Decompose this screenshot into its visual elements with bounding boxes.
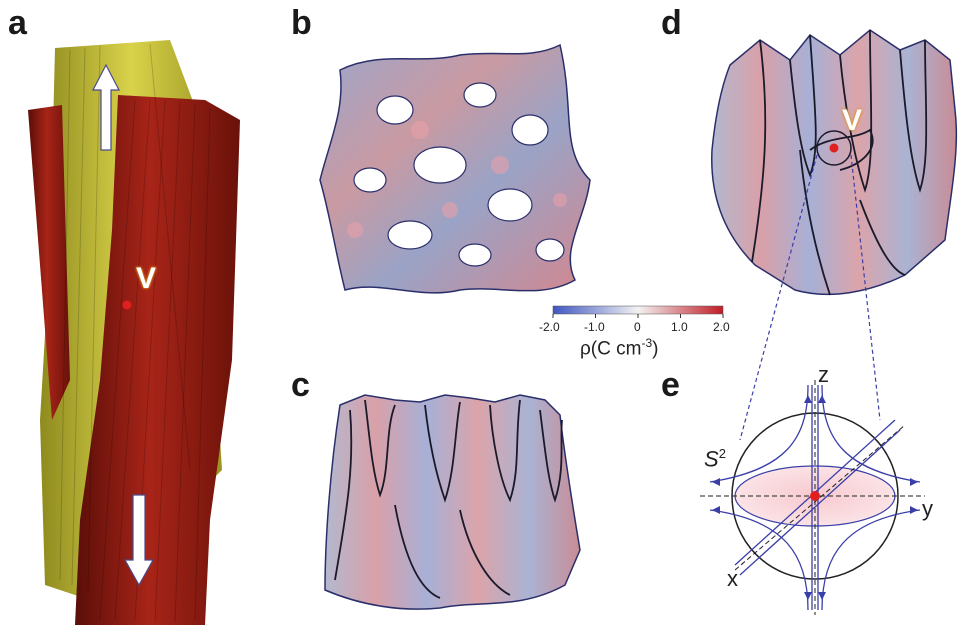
flow-arrowheads [712,395,918,600]
colorbar-title-text: ρ(C cm [580,338,642,360]
sphere-label-sup: 2 [718,446,726,461]
axis-label-x: x [727,566,738,591]
colorbar-tick-label: 1.0 [671,320,688,334]
colorbar-title-close: ) [652,338,659,360]
red-rod-bundle-back [28,105,70,420]
vortex-label-a: V [136,262,157,295]
colorbar-ticks [552,314,724,318]
vortex-dot-d [829,143,839,153]
colorbar [552,305,724,315]
vortex-core-dot [810,491,820,501]
colorbar-title: ρ(C cm-3) [580,336,658,360]
zoom-lines [739,154,881,441]
panel-label-b: b [291,4,312,42]
down-arrow-icon [123,494,155,587]
panel-label-c: c [291,366,310,404]
panel-label-d: d [661,4,682,42]
red-rod-bundle [75,95,240,625]
sphere-label: S2 [704,446,726,472]
colorbar-tick-label: -2.0 [539,320,560,334]
panel-label-a: a [8,4,27,42]
vortex-label-d: V [842,104,863,137]
panel-label-e: e [661,366,680,404]
vortex-dot [122,300,132,310]
bundle-illustration [28,40,240,625]
colorbar-tick-label: -1.0 [584,320,605,334]
sphere-label-text: S [704,446,719,472]
colorbar-tick-label: 2.0 [713,320,730,334]
colorbar-tick-label: 0 [634,320,641,334]
vortex-highlight-ring [816,130,852,166]
sphere-schematic [700,380,925,615]
axis-label-y: y [922,496,933,521]
x-axis [734,424,906,571]
axis-label-z: z [818,362,829,387]
surface-side-view [324,394,581,610]
gyroid-top-view [319,43,591,294]
up-arrow-icon [92,63,120,151]
colorbar-title-sup: -3 [641,336,653,350]
surface-with-vortex [711,29,958,296]
